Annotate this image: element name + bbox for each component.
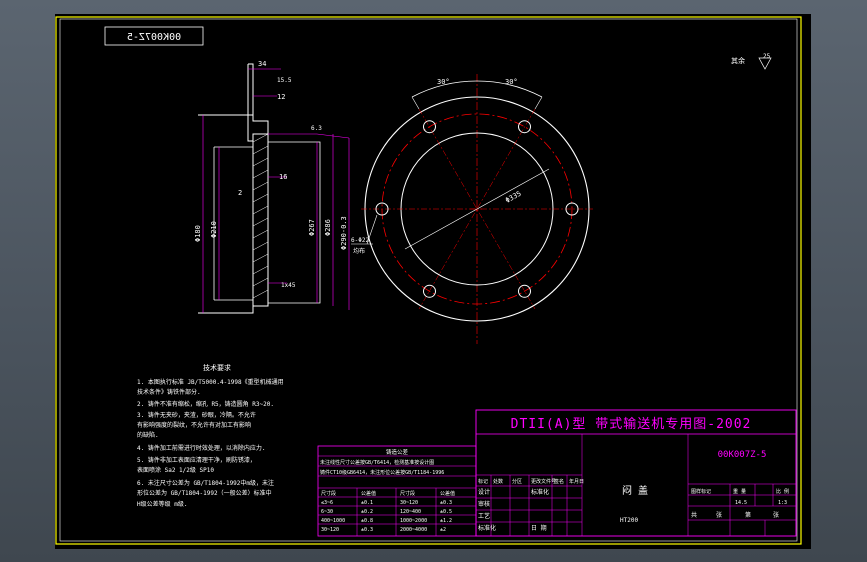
dim-2: 2 — [238, 189, 242, 197]
mirrored-number-box: 00K007Z-5 — [104, 26, 204, 46]
tol-head-2: 公差值 — [361, 490, 376, 497]
rev-header: 分区 — [512, 478, 522, 485]
tol-cell: 120~400 — [400, 509, 421, 515]
mark-header: 图样标记 — [691, 488, 711, 495]
tolerance-table: 铸造公差 未注线性尺寸公差按GB/T6414，检测基准按设计图 铸件CT10级G… — [317, 445, 477, 537]
rev-header: 签名 — [554, 478, 564, 485]
rest-roughness-label: 其余 — [731, 56, 745, 65]
tol-head-1: 尺寸段 — [321, 490, 336, 497]
note-line-1: 1. 本图执行标准 JB/T5000.4-1998《重型机械通用 — [137, 378, 284, 386]
tol-cell: 30~120 — [321, 527, 339, 533]
technical-notes: 技术要求 1. 本图执行标准 JB/T5000.4-1998《重型机械通用 技术… — [137, 363, 284, 508]
dim-d290: Φ290-0.3 — [340, 216, 348, 250]
sheet-no: 第 — [745, 511, 751, 519]
roughness-symbol-icon — [758, 57, 772, 70]
outer-frame — [55, 16, 802, 545]
tol-cell: 6~30 — [321, 509, 333, 515]
tol-row-1: 未注线性尺寸公差按GB/T6414，检测基准按设计图 — [320, 459, 434, 466]
note-line-11: 形位公差为 GB/T1804-1992（一般公差）标准中 — [137, 489, 272, 497]
tol-cell: 30~120 — [400, 500, 418, 506]
tol-cell: ≤3~6 — [321, 500, 333, 506]
sign-mid: 标准化 — [531, 488, 549, 496]
sign-row: 审核 — [478, 500, 490, 508]
angle-right: 30° — [505, 78, 518, 86]
drawing-viewport[interactable]: 00K007Z-5 — [55, 14, 811, 549]
tol-row-2: 铸件CT10级GB6414，未注形位公差按GB/T1184-1996 — [320, 469, 444, 476]
note-line-12: H级公差等级 m级. — [137, 500, 187, 508]
drawing-number: 00K007Z-5 — [718, 450, 767, 460]
sheet-label: 张 — [716, 511, 722, 519]
dim-d180: Φ180 — [194, 225, 202, 242]
weight-header: 重 量 — [733, 488, 746, 495]
material: HT200 — [620, 517, 638, 524]
scale-value: 1:3 — [778, 500, 787, 506]
tol-cell: ±0.5 — [440, 509, 452, 515]
tol-cell: ±0.1 — [361, 500, 373, 506]
tol-cell: 400~1000 — [321, 518, 345, 524]
title-block: DTII(A)型 带式输送机专用图-2002 标记 处数 — [475, 409, 797, 537]
roughness-value: 6.3 — [311, 125, 322, 132]
rev-header: 处数 — [493, 478, 503, 485]
rev-header: 更改文件号 — [531, 478, 556, 485]
dim-chamfer: 1x45 — [281, 282, 296, 289]
scale-header: 比 例 — [776, 488, 789, 495]
note-line-4: 3. 铸件无夹砂，夹渣，砂眼，冷隔。不允许 — [137, 411, 256, 419]
tol-cell: ±0.8 — [361, 518, 373, 524]
note-line-7: 4. 铸件加工前需进行时效处理，以消除内应力. — [137, 444, 265, 452]
tol-cell: ±2 — [440, 527, 446, 533]
weight-value: 14.5 — [735, 500, 747, 506]
tol-cell: 2000~4000 — [400, 527, 427, 533]
inner-frame — [59, 18, 798, 542]
series-title: DTII(A)型 带式输送机专用图-2002 — [511, 416, 752, 432]
tol-head-4: 公差值 — [440, 490, 455, 497]
angle-left: 30° — [437, 78, 450, 86]
tol-cell: ±1.2 — [440, 518, 452, 524]
mirrored-drawing-no: 00K007Z-5 — [127, 32, 181, 43]
pcd-label: Φ335 — [504, 190, 523, 205]
dim-16: 16 — [279, 173, 287, 181]
dim-34: 34 — [258, 60, 266, 68]
dim-12: 12 — [277, 93, 285, 101]
sheet-total: 共 — [691, 511, 697, 519]
dim-d267: Φ267 — [308, 219, 316, 236]
tol-head-3: 尺寸段 — [400, 490, 415, 497]
tol-cell: ±0.3 — [361, 527, 373, 533]
sign-row: 标准化 — [478, 524, 496, 532]
dim-d286: Φ286 — [324, 219, 332, 236]
dim-r15: 15.5 — [277, 77, 292, 84]
holes-note: 均布 — [353, 247, 365, 255]
rev-header: 年月日 — [569, 478, 584, 485]
note-line-8: 5. 铸件非加工表面应清理干净，刷防锈漆， — [137, 456, 256, 464]
sign-mid: 日 期 — [531, 524, 547, 532]
rev-header: 标记 — [478, 478, 488, 485]
note-line-10: 6. 未注尺寸公差为 GB/T1804-1992中m级，未注 — [137, 479, 274, 487]
rest-roughness-value: 25 — [763, 53, 771, 60]
tol-cell: 1000~2000 — [400, 518, 427, 524]
tol-cell: ±0.2 — [361, 509, 373, 515]
note-line-3: 2. 铸件不准有缩松，缩孔 R5，铸造圆角 R3~20. — [137, 400, 274, 408]
sheet-no-label: 张 — [773, 511, 779, 519]
side-view: 34 15.5 12 6.3 16 2 1x45 Φ180 Φ210 Φ267 … — [194, 60, 350, 314]
sign-row: 设计 — [478, 488, 490, 496]
part-name: 闷 盖 — [622, 484, 648, 497]
note-line-5: 有影响强度的裂纹，不允许有对加工有影响 — [137, 421, 251, 429]
note-line-9: 表面喷涂 Sa2 1/2级 SP10 — [137, 466, 214, 474]
holes-spec: 6-Φ22 — [351, 237, 369, 244]
sign-row: 工艺 — [478, 512, 490, 520]
note-line-2: 技术条件》铸铁件部分. — [137, 388, 201, 396]
front-view: 30° 30° Φ335 6-Φ22 均布 其余 25 — [351, 53, 772, 344]
dim-d210: Φ210 — [210, 221, 218, 238]
tol-title: 铸造公差 — [386, 448, 409, 456]
tol-cell: ±0.3 — [440, 500, 452, 506]
cad-drawing: 00K007Z-5 — [55, 16, 802, 545]
note-line-6: 的缺陷. — [137, 431, 159, 439]
notes-title: 技术要求 — [203, 363, 231, 372]
